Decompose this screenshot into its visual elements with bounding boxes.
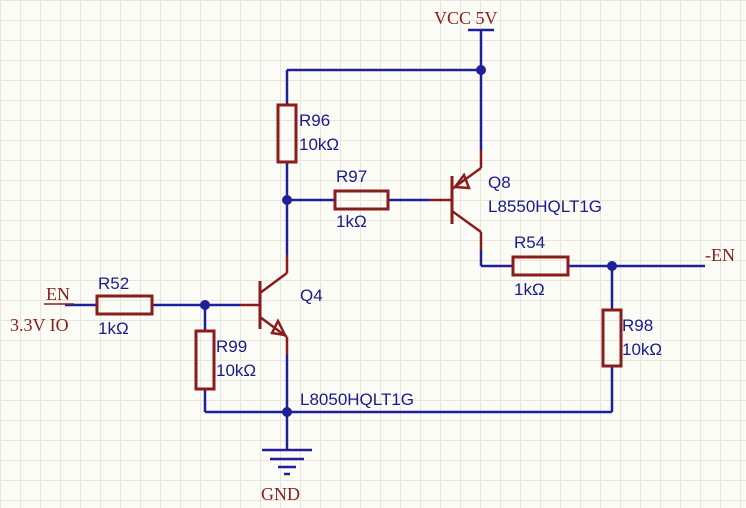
r97-ref: R97	[336, 167, 367, 186]
emitter-arrow	[270, 318, 288, 337]
junction-dot	[476, 65, 486, 75]
resistor-r97: R97 1kΩ	[333, 167, 390, 231]
r97-value: 1kΩ	[336, 212, 367, 231]
r99-ref: R99	[216, 337, 247, 356]
gnd-label: GND	[261, 484, 300, 504]
resistor-r99: R99 10kΩ	[194, 329, 256, 391]
q4-ref: Q4	[300, 286, 323, 305]
q4-part: L8050HQLT1G	[300, 390, 414, 409]
resistor-r98: R98 10kΩ	[601, 308, 662, 368]
q8-part: L8550HQLT1G	[488, 197, 602, 216]
net-labels: EN 3.3V IO -EN	[10, 245, 735, 335]
r52-ref: R52	[98, 274, 129, 293]
r52-value: 1kΩ	[98, 319, 129, 338]
en-label: EN	[46, 284, 70, 304]
r54-value: 1kΩ	[514, 280, 545, 299]
junction-dot	[200, 300, 210, 310]
r96-value: 10kΩ	[299, 135, 339, 154]
junction-dot	[607, 261, 617, 271]
r98-ref: R98	[622, 316, 653, 335]
r99-value: 10kΩ	[216, 361, 256, 380]
vcc-label: VCC 5V	[434, 8, 498, 28]
vcc-power-port: VCC 5V	[434, 8, 498, 50]
wires	[65, 50, 705, 450]
gnd-symbol: GND	[261, 448, 312, 504]
emitter-arrow	[452, 172, 471, 190]
r54-ref: R54	[514, 233, 545, 252]
en-io-label: 3.3V IO	[10, 315, 69, 335]
transistor-q4: Q4 L8050HQLT1G	[240, 255, 414, 409]
resistor-r54: R54 1kΩ	[511, 233, 570, 299]
r96-ref: R96	[299, 111, 330, 130]
junction-dot	[282, 407, 292, 417]
resistor-r52: R52 1kΩ	[95, 274, 154, 338]
resistor-r96: R96 10kΩ	[276, 103, 339, 164]
junction-dot	[282, 195, 292, 205]
r98-value: 10kΩ	[622, 340, 662, 359]
q8-ref: Q8	[488, 173, 511, 192]
junctions	[200, 65, 617, 417]
neg-en-label: -EN	[705, 245, 735, 265]
transistor-q8: Q8 L8550HQLT1G	[430, 150, 602, 250]
